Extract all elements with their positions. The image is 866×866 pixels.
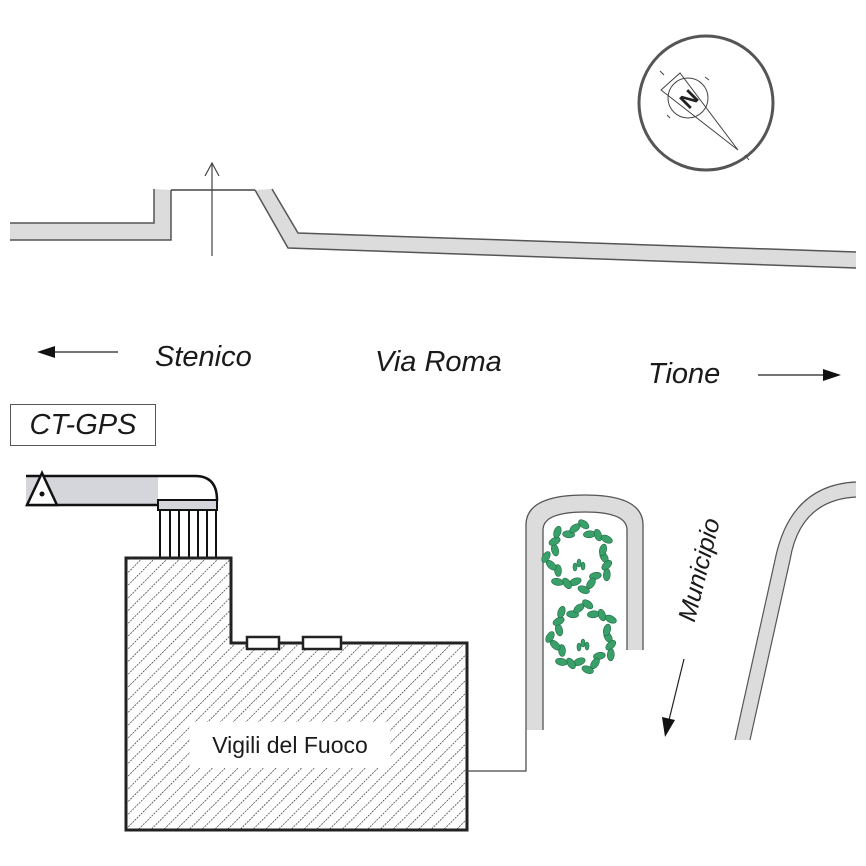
- leaf: [548, 536, 561, 546]
- leaf: [589, 571, 602, 580]
- leaf: [599, 543, 607, 557]
- up-arrow-icon: [204, 161, 220, 256]
- leaf: [602, 568, 611, 582]
- building-vigili-del-fuoco: [124, 556, 469, 832]
- road-via-roma: [10, 188, 857, 269]
- leaf: [551, 577, 564, 586]
- leaf: [541, 551, 551, 563]
- label-ct-gps: CT-GPS: [10, 404, 156, 446]
- leaf: [578, 519, 590, 530]
- leaf: [601, 560, 613, 571]
- leaf: [576, 642, 582, 652]
- gps-station: [25, 470, 219, 558]
- road-curve-right: [734, 481, 857, 741]
- leaf: [562, 577, 572, 590]
- compass-icon: N: [637, 34, 775, 172]
- label-via-roma: Via Roma: [375, 346, 502, 378]
- leaf: [603, 623, 611, 637]
- label-tione: Tione: [648, 358, 721, 390]
- arrow-left-icon: [37, 346, 118, 358]
- leaf: [545, 631, 555, 643]
- arrow-down-icon: [662, 658, 685, 737]
- leaf: [604, 614, 617, 624]
- leaf: [583, 530, 596, 539]
- tree-icon: [545, 599, 617, 674]
- leaf: [566, 657, 576, 670]
- leaf: [581, 665, 594, 674]
- arrow-right-icon: [758, 369, 841, 381]
- leaf: [593, 651, 606, 660]
- leaf: [553, 526, 562, 539]
- connector-line: [467, 730, 527, 772]
- leaf: [555, 657, 568, 666]
- leaf: [606, 648, 615, 662]
- leaf: [605, 640, 617, 651]
- leaf: [580, 638, 586, 648]
- leaf: [580, 561, 586, 571]
- label-vigili-del-fuoco: Vigili del Fuoco: [190, 722, 390, 768]
- leaf: [597, 609, 607, 622]
- road-loop: [525, 494, 644, 730]
- triangle-marker-icon: [25, 470, 59, 507]
- leaf: [600, 534, 613, 544]
- leaf: [593, 529, 603, 542]
- north-label: N: [675, 85, 704, 114]
- label-stenico: Stenico: [155, 341, 252, 373]
- leaf: [577, 585, 590, 594]
- tree-icon: [541, 519, 613, 594]
- leaf: [582, 599, 594, 610]
- leaf: [576, 558, 582, 568]
- leaf: [587, 610, 600, 619]
- leaf: [584, 641, 590, 651]
- leaf: [572, 562, 578, 572]
- leaf: [557, 606, 566, 619]
- leaf: [552, 616, 565, 626]
